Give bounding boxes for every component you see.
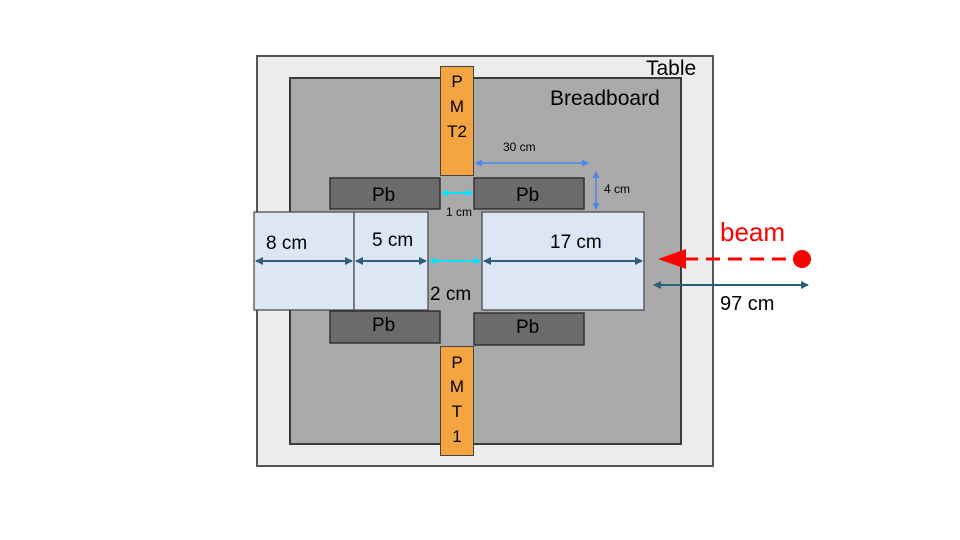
dim-label-8cm: 8 cm: [266, 233, 308, 254]
pb-label-top-right: Pb: [516, 185, 540, 206]
dim-label-5cm: 5 cm: [372, 230, 414, 251]
beam-label: beam: [720, 217, 786, 247]
pb-block-bottom-right: [473, 312, 585, 346]
pb-label-bottom-right: Pb: [516, 317, 540, 338]
beam-arrowhead: [658, 249, 686, 269]
dim-label-2cm: 2 cm: [430, 284, 472, 305]
pb-block-top-right: [473, 177, 585, 210]
pmt1-label-line2: M: [449, 377, 465, 396]
beam-source-dot: [793, 250, 811, 268]
dim-label-30cm: 30 cm: [503, 140, 536, 154]
pmt2-label-line1: P: [451, 72, 463, 91]
pb-label-bottom-left: Pb: [372, 315, 396, 336]
pmt1-tube: P M T 1: [440, 346, 474, 456]
dim-label-97cm: 97 cm: [720, 293, 775, 315]
pmt2-label-line3: T2: [447, 122, 467, 141]
dim-label-4cm: 4 cm: [604, 182, 631, 196]
pmt2-tube: P M T2: [440, 66, 474, 176]
pb-label-top-left: Pb: [372, 185, 396, 206]
breadboard-label: Breadboard: [550, 87, 660, 110]
pmt1-label-line3: T: [451, 402, 463, 421]
pmt1-label-line1: P: [451, 353, 463, 372]
dim-label-17cm: 17 cm: [550, 232, 602, 253]
pb-block-bottom-left: [329, 310, 441, 344]
dim-label-1cm: 1 cm: [446, 205, 473, 219]
table-label: Table: [646, 57, 697, 80]
pmt1-label-line4: 1: [452, 427, 462, 446]
pb-block-top-left: [329, 177, 441, 210]
pmt2-label-line2: M: [449, 97, 465, 116]
